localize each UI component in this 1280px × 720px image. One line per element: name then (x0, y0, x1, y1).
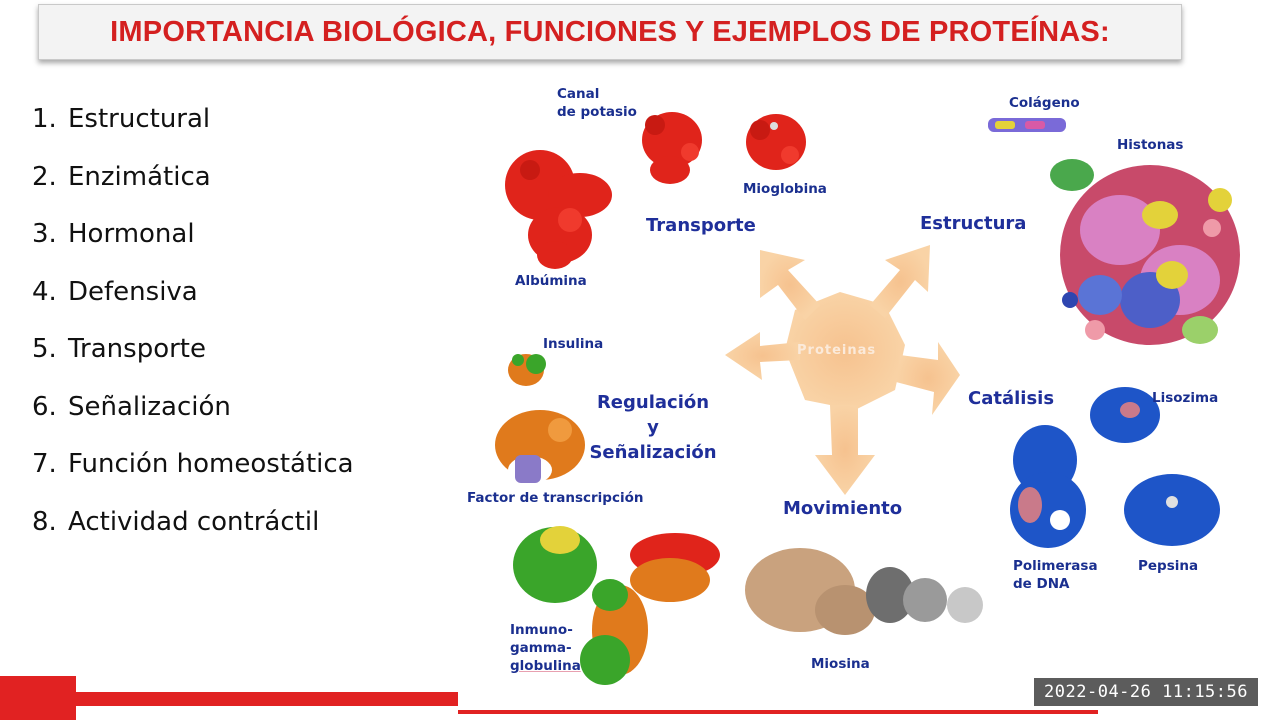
mioglobina-protein (746, 114, 806, 170)
function-label: Hormonal (68, 219, 195, 249)
function-number: 5. (32, 334, 57, 364)
label-histonas: Histonas (1117, 137, 1184, 153)
center-label: Proteinas (797, 343, 877, 358)
function-item: 5. Transporte (32, 334, 354, 392)
function-number: 1. (32, 104, 57, 134)
function-number: 8. (32, 506, 57, 537)
label-polimerasa-dna: Polimerasa de DNA (1013, 557, 1098, 593)
factor-transcripcion-protein (495, 410, 585, 484)
label-inmunogammaglobulina: Inmuno- gamma- globulina (510, 621, 581, 676)
title-banner: IMPORTANCIA BIOLÓGICA, FUNCIONES Y EJEMP… (38, 4, 1182, 60)
polimerasa-dna-protein (1010, 425, 1086, 548)
category-estructura: Estructura (920, 213, 1027, 234)
label-canal-line1: Canal (557, 86, 600, 102)
label-canal-line2: de potasio (557, 104, 637, 121)
function-number: 7. (32, 449, 57, 479)
function-label: Defensiva (68, 276, 198, 307)
function-item: 6. Señalización (32, 392, 354, 450)
function-label: Función homeostática (68, 449, 354, 479)
label-inmuno-line1: Inmuno- (510, 622, 573, 638)
label-mioglobina: Mioglobina (743, 181, 827, 197)
label-colageno: Colágeno (1009, 95, 1080, 111)
lisozima-protein (1090, 387, 1160, 443)
function-item: 7. Función homeostática (32, 449, 354, 507)
protein-functions-diagram: Proteinas Transporte Estructura Regulaci… (460, 70, 1260, 710)
function-item: 8. Actividad contráctil (32, 507, 354, 565)
colageno-protein (988, 118, 1066, 132)
inmunogammaglobulina-protein (513, 526, 720, 685)
category-regulacion-line2: y (647, 417, 659, 439)
category-regulacion-line3: Señalización (589, 442, 717, 464)
arrow-regulacion (725, 332, 800, 380)
function-label: Enzimática (68, 161, 211, 192)
label-polimerasa-line1: Polimerasa (1013, 558, 1098, 574)
footer-red-line (458, 710, 1098, 714)
insulina-protein (508, 354, 546, 386)
label-canal-potasio: Canal de potasio (557, 85, 637, 121)
video-timestamp: 2022-04-26 11:15:56 (1034, 678, 1258, 706)
function-item: 3. Hormonal (32, 219, 354, 277)
footer-red-block (0, 676, 76, 720)
label-albumina: Albúmina (515, 273, 587, 289)
pepsina-protein (1124, 474, 1220, 546)
category-movimiento: Movimiento (783, 498, 903, 519)
histonas-protein (1050, 159, 1240, 345)
function-item: 4. Defensiva (32, 277, 354, 335)
arrow-movimiento (815, 405, 875, 495)
label-inmuno-line2: gamma- (510, 640, 572, 657)
label-miosina: Miosina (811, 656, 870, 672)
label-factor-transcripcion: Factor de transcripción (467, 490, 644, 506)
center-pentagon (785, 292, 905, 410)
albumina-protein (505, 150, 612, 269)
slide-title: IMPORTANCIA BIOLÓGICA, FUNCIONES Y EJEMP… (110, 15, 1110, 48)
miosina-protein (745, 548, 983, 635)
diagram-art (495, 112, 1240, 685)
category-transporte: Transporte (646, 215, 756, 236)
arrow-estructura (870, 245, 930, 318)
function-label: Estructural (68, 104, 211, 134)
function-item: 1. Estructural (32, 104, 354, 162)
category-regulacion: Regulación y Señalización (588, 390, 718, 466)
canal-potasio-protein (642, 112, 702, 184)
function-item: 2. Enzimática (32, 162, 354, 220)
function-number: 4. (32, 276, 57, 307)
label-inmuno-line3: globulina (510, 658, 581, 675)
category-regulacion-line1: Regulación (596, 392, 710, 413)
function-number: 6. (32, 391, 57, 422)
arrow-transporte (760, 250, 820, 320)
function-label: Transporte (68, 334, 206, 364)
label-polimerasa-line2: de DNA (1013, 576, 1070, 593)
label-pepsina: Pepsina (1138, 558, 1199, 574)
function-number: 2. (32, 161, 57, 192)
label-insulina: Insulina (543, 336, 604, 352)
function-label: Actividad contráctil (68, 506, 320, 537)
function-label: Señalización (68, 391, 231, 422)
footer-red-bar (76, 692, 458, 706)
center-arrows (725, 245, 960, 495)
arrow-catalisis (896, 342, 960, 415)
functions-list: 1. Estructural 2. Enzimática 3. Hormonal 4.… (32, 104, 354, 564)
label-lisozima: Lisozima (1152, 390, 1219, 406)
category-catalisis: Catálisis (968, 388, 1055, 409)
function-number: 3. (32, 219, 57, 249)
